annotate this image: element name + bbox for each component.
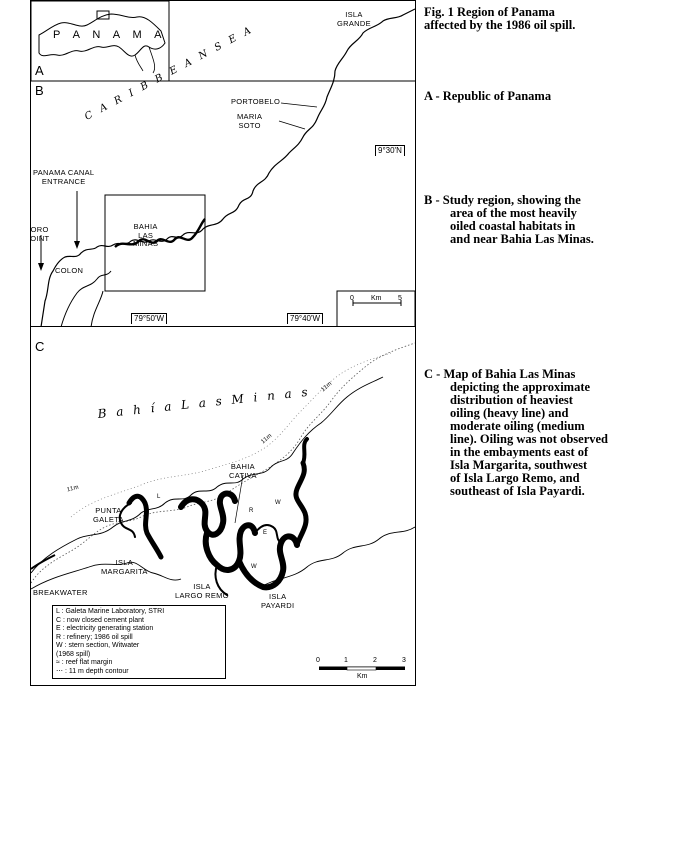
bay-coastline: [31, 376, 384, 574]
maria-soto-leader: [278, 120, 306, 130]
reef-margin: [70, 352, 392, 518]
bay-scale-tick: 0: [316, 657, 320, 664]
map-symbol-e: E: [263, 530, 268, 536]
map-symbol-r: R: [249, 508, 254, 514]
map-symbol-w: W: [275, 500, 281, 506]
lon-west-label: 79°50'W: [131, 313, 168, 324]
region-scale-zero: 0: [350, 295, 354, 302]
bay-map-svg: [31, 342, 415, 685]
heavy-oiling: [126, 437, 309, 591]
legend-row: ⋯ : 11 m depth contour: [56, 667, 129, 675]
legend-row: (1968 spill): [56, 650, 91, 658]
canal-arrowhead: [74, 241, 80, 249]
bay-inset-box: [104, 194, 206, 292]
canal-shore: [60, 270, 112, 327]
bay-scale-unit: Km: [357, 673, 368, 680]
legend-row: R : refinery; 1986 oil spill: [56, 633, 133, 641]
map-symbol-c: C: [239, 550, 244, 556]
inset-frame: [31, 1, 170, 82]
bay-scale-tick: 3: [402, 657, 406, 664]
study-area-box: [96, 10, 110, 20]
caption-fig: Fig. 1 Region of Panama affected by the …: [424, 5, 576, 32]
margarita-shore: [31, 561, 182, 590]
legend-row: ≈ : reef flat margin: [56, 659, 113, 666]
map-symbol-l: L: [157, 494, 161, 500]
toro-point-label: TOROPOINT: [30, 225, 50, 243]
legend-row: L : Galeta Marine Laboratory, STRI: [56, 608, 165, 615]
payardi-shore: [260, 526, 415, 588]
region-coastline: [40, 8, 415, 327]
moderate-oiling: [118, 502, 282, 596]
map-symbol-w: W: [251, 564, 257, 570]
portobelo-label: PORTOBELO: [231, 97, 281, 106]
panel-letter-c: C: [35, 339, 45, 354]
panama-peninsula: [134, 46, 156, 74]
bay-scale-tick: 2: [373, 657, 377, 664]
region-scale-five: 5: [398, 295, 402, 302]
cativa-leader: [234, 474, 244, 524]
portobelo-leader: [280, 102, 318, 108]
lon-east-label: 79°40'W: [287, 313, 324, 324]
panel-letter-b: B: [35, 83, 44, 98]
colon-label: COLON: [55, 266, 84, 275]
region-map-svg: [31, 1, 415, 327]
caption-c: C - Map of Bahia Las Minas depicting the…: [424, 367, 608, 498]
panel-letter-a: A: [35, 63, 44, 78]
map-legend: L : Galeta Marine Laboratory, STRI C : n…: [52, 605, 226, 679]
legend-row: W : stern section, Witwater: [56, 642, 140, 649]
legend-row: E : electricity generating station: [56, 625, 154, 632]
inset-panama-label: P A N A M A: [53, 29, 167, 41]
breakwater-label: BREAKWATER: [33, 588, 88, 597]
oiled-coast-region: [114, 218, 206, 248]
toro-arrowhead: [38, 263, 44, 271]
lat-label: 9°30'N: [375, 145, 405, 156]
region-scale-unit: Km: [371, 295, 382, 302]
region-scale-box: [336, 290, 415, 327]
region-map-panel: A B P A N A M A C A R I B B E A N S E A …: [30, 0, 416, 328]
bay-scale-box: [319, 661, 415, 685]
breakwater-line: [31, 554, 56, 570]
bay-scale-tick: 1: [344, 657, 348, 664]
caption-a: A - Republic of Panama: [424, 89, 552, 103]
legend-row: C : now closed cement plant: [56, 616, 144, 624]
caption-b: B - Study region, showing the area of th…: [424, 193, 594, 246]
